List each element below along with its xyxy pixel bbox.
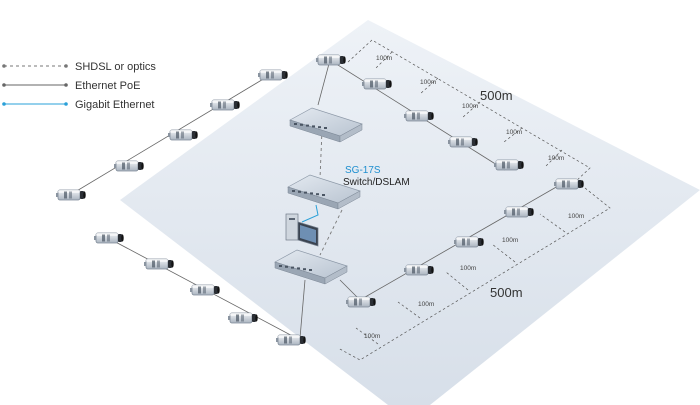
switch-port-icon: [291, 266, 294, 269]
shdsl-link-top: [319, 129, 323, 179]
segment-distance-label: 100m: [418, 301, 434, 308]
switch-port-icon: [309, 269, 312, 271]
legend: SHDSL or optics Ethernet PoE Gigabit Eth…: [2, 61, 156, 111]
device-type-label: Switch/DSLAM: [343, 177, 410, 188]
segment-distance-label: 100m: [502, 237, 518, 244]
switch-port-icon: [318, 126, 321, 129]
legend-item-gigabit-ethernet: Gigabit Ethernet: [2, 99, 155, 111]
camera-icon: [209, 99, 240, 111]
switch-top: [289, 107, 363, 143]
dim-frame-top: [347, 39, 591, 183]
camera-icon: [315, 54, 346, 66]
poe-cable-switch-bottom-left: [299, 279, 306, 339]
dim-tick-top-2: [419, 77, 439, 95]
dim-tick-top-1: [375, 51, 393, 69]
dim-tick-bottom-1: [539, 213, 566, 233]
switch-side: [324, 265, 348, 285]
segment-distance-label: 100m: [420, 79, 436, 86]
floor-plane: [120, 20, 700, 405]
camera-icon: [453, 236, 484, 248]
total-distance-bottom: 500m: [490, 285, 523, 300]
segment-distance-label: 100m: [548, 155, 564, 162]
segment-distance-label: 100m: [462, 103, 478, 110]
switch-center: [287, 174, 361, 210]
computer-tower: [285, 213, 299, 241]
dim-tick-top-3: [461, 101, 481, 119]
switch-port-icon: [324, 127, 327, 129]
switch-port-icon: [300, 123, 303, 126]
dim-frame-bottom: [337, 187, 611, 361]
switch-port-icon: [316, 193, 319, 196]
total-distance-top: 500m: [480, 88, 513, 103]
switch-port-icon: [303, 268, 306, 271]
camera-icon: [553, 178, 584, 190]
camera-icon: [403, 110, 434, 122]
gigabit-link-computer: [301, 204, 319, 223]
switch-port-icon: [294, 123, 297, 125]
computer-icon: [285, 213, 319, 247]
camera-icon: [503, 206, 534, 218]
camera-icon: [493, 159, 524, 171]
camera-icon: [55, 189, 86, 201]
switch-port-icon: [279, 265, 282, 267]
camera-icon: [257, 69, 288, 81]
camera-icon: [227, 312, 258, 324]
switch-port-icon: [292, 190, 295, 192]
legend-label-ethernet-poe: Ethernet PoE: [75, 80, 140, 92]
segment-distance-label: 100m: [568, 213, 584, 220]
switch-port-icon: [298, 190, 301, 193]
camera-icon: [345, 296, 376, 308]
switch-port-icon: [306, 124, 309, 127]
switch-port-icon: [312, 125, 315, 128]
switch-port-icon: [285, 265, 288, 268]
segment-distance-label: 100m: [376, 55, 392, 62]
distance-markers: 100m 100m 100m 100m 100m 100m 100m 100m 100m 100m: [337, 39, 611, 361]
segment-distance-label: 100m: [364, 333, 380, 340]
legend-item-ethernet-poe: Ethernet PoE: [2, 80, 140, 92]
segment-distance-label: 100m: [506, 129, 522, 136]
dim-tick-top-4: [503, 127, 523, 143]
camera-icon: [447, 136, 478, 148]
switch-port-icon: [297, 267, 300, 270]
switch-port-icon: [310, 192, 313, 195]
devices: [55, 54, 584, 346]
switch-bottom: [274, 249, 348, 285]
camera-icon: [143, 258, 174, 270]
camera-icon: [93, 232, 124, 244]
shdsl-link-bottom: [319, 209, 343, 256]
camera-icon: [403, 264, 434, 276]
switch-side: [339, 123, 363, 143]
computer-drive: [289, 218, 295, 220]
legend-label-shdsl: SHDSL or optics: [75, 61, 156, 73]
camera-icon: [275, 334, 306, 346]
computer-screen: [300, 225, 316, 243]
device-model-label: SG-17S: [345, 165, 381, 176]
segment-distance-label: 100m: [460, 265, 476, 272]
camera-icon: [361, 78, 392, 90]
camera-icon: [113, 160, 144, 172]
legend-item-shdsl: SHDSL or optics: [2, 61, 156, 73]
switch-port-icon: [304, 191, 307, 194]
switch-side: [337, 190, 361, 210]
dim-tick-top-5: [545, 149, 563, 167]
switch-port-icon: [322, 194, 325, 196]
camera-icon: [167, 129, 198, 141]
legend-label-gigabit-ethernet: Gigabit Ethernet: [75, 99, 155, 111]
camera-icon: [189, 284, 220, 296]
